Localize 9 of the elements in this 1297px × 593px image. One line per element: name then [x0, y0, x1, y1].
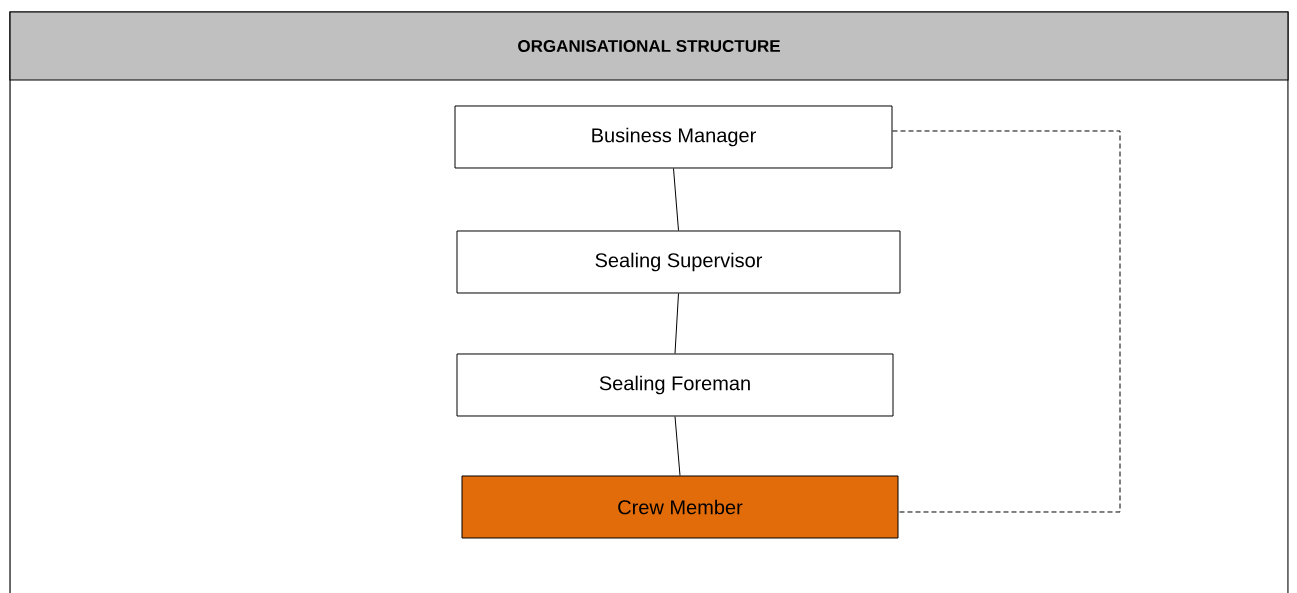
role-box: Crew Member: [461, 475, 899, 539]
role-box: Business Manager: [454, 105, 893, 169]
connector-line: [674, 416, 681, 476]
role-box: Sealing Supervisor: [456, 230, 901, 294]
header-band: ORGANISATIONAL STRUCTURE: [9, 11, 1289, 81]
role-box: Sealing Foreman: [456, 353, 894, 417]
dashed-connector: [892, 130, 1121, 513]
connector-line: [673, 168, 679, 231]
connector-line: [674, 293, 679, 354]
